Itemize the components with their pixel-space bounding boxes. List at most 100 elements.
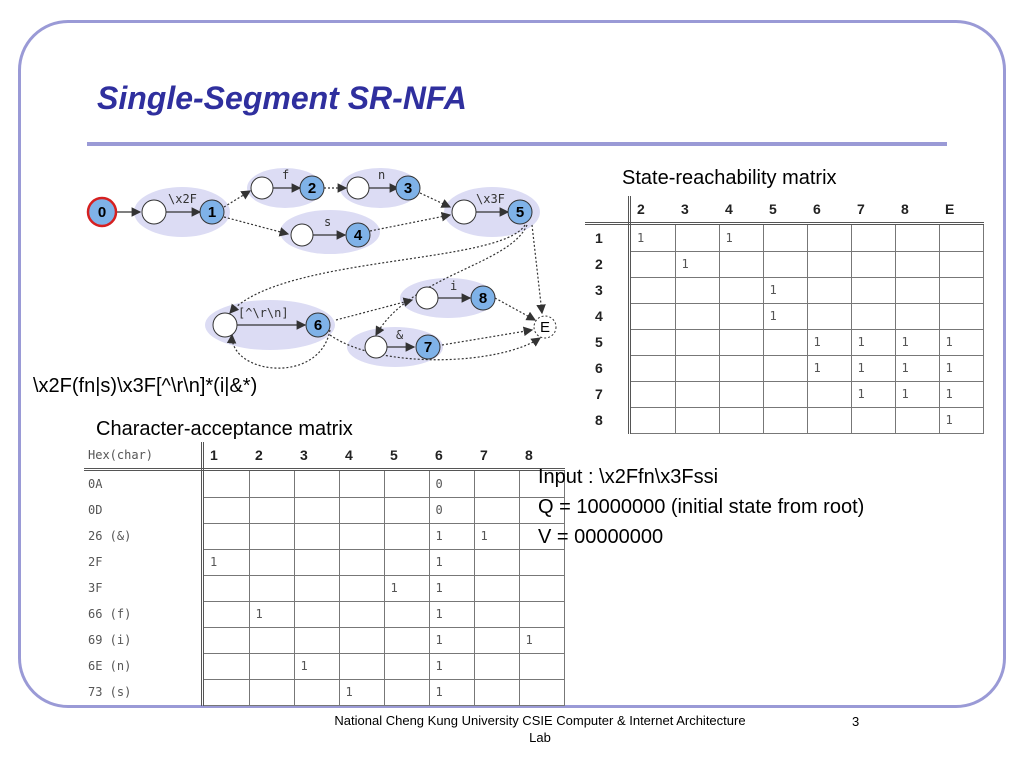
matrix-cell [202, 600, 250, 628]
matrix-cell [850, 223, 896, 252]
matrix-cell [674, 406, 720, 434]
matrix-cell [718, 328, 764, 356]
matrix-cell [383, 678, 430, 706]
matrix-row-header: 66 (f) [84, 601, 204, 627]
matrix-cell: 1 [938, 354, 984, 382]
matrix-cell [383, 522, 430, 550]
matrix-cell [293, 626, 340, 654]
matrix-cell [248, 496, 295, 524]
matrix-column-header: 7 [474, 442, 519, 471]
edge-label-x3F: \x3F [476, 192, 505, 206]
matrix-cell [518, 600, 565, 628]
footer-text: National Cheng Kung University CSIE Comp… [334, 713, 746, 745]
matrix-cell [338, 652, 385, 680]
matrix-cell [894, 223, 940, 252]
matrix-column-header: E [939, 196, 983, 225]
matrix-cell [674, 354, 720, 382]
matrix-cell [338, 496, 385, 524]
matrix-cell: 1 [202, 548, 250, 576]
matrix-row-header: 26 (&) [84, 523, 204, 549]
matrix-column-header: 8 [895, 196, 939, 225]
matrix-cell: 1 [428, 652, 475, 680]
matrix-cell [718, 276, 764, 304]
matrix-column-header: 4 [719, 196, 763, 225]
state-matrix-caption: State-reachability matrix [622, 167, 837, 189]
matrix-cell [718, 406, 764, 434]
matrix-cell [248, 522, 295, 550]
matrix-cell [293, 496, 340, 524]
matrix-cell: 1 [894, 328, 940, 356]
matrix-cell [850, 250, 896, 278]
v-vector-line: V = 00000000 [538, 526, 664, 548]
matrix-cell [473, 574, 520, 602]
matrix-cell [248, 548, 295, 576]
matrix-column-header: 5 [763, 196, 807, 225]
matrix-cell [473, 626, 520, 654]
matrix-cell [762, 354, 808, 382]
matrix-cell [674, 276, 720, 304]
matrix-corner [585, 196, 631, 225]
matrix-cell [248, 574, 295, 602]
matrix-cell: 1 [248, 600, 295, 628]
matrix-cell [629, 354, 676, 382]
matrix-cell: 1 [938, 380, 984, 408]
matrix-cell [293, 522, 340, 550]
state-1 [199, 199, 225, 225]
state-5 [507, 199, 533, 225]
matrix-cell [674, 302, 720, 330]
matrix-cell [850, 302, 896, 330]
nfa-diagram: 0 1 2 3 4 5 6 7 8 E \x2F f n s \x3F [^\r… [86, 168, 557, 369]
matrix-cell [850, 276, 896, 304]
matrix-cell [338, 626, 385, 654]
state-4-label: 4 [354, 227, 363, 244]
matrix-cell [248, 678, 295, 706]
matrix-row-header: 6 [585, 355, 631, 381]
matrix-cell [894, 302, 940, 330]
matrix-cell [674, 380, 720, 408]
matrix-column-header: 4 [339, 442, 384, 471]
matrix-cell: 1 [629, 223, 676, 252]
matrix-column-header: 6 [807, 196, 851, 225]
matrix-cell [338, 522, 385, 550]
matrix-cell [629, 380, 676, 408]
matrix-cell: 1 [894, 354, 940, 382]
matrix-column-header: 5 [384, 442, 429, 471]
edge-label-n: n [378, 168, 385, 182]
state-7 [415, 334, 441, 360]
matrix-row-header: 73 (s) [84, 679, 204, 705]
matrix-row-header: 2 [585, 251, 631, 277]
matrix-cell [518, 548, 565, 576]
input-info: Input : \x2Ffn\x3Fssi Q = 10000000 (init… [538, 462, 864, 552]
matrix-cell [894, 276, 940, 304]
matrix-cell [806, 380, 852, 408]
matrix-cell [202, 469, 250, 498]
matrix-cell [762, 406, 808, 434]
matrix-cell [473, 469, 520, 498]
matrix-cell: 1 [938, 328, 984, 356]
matrix-cell [894, 250, 940, 278]
matrix-cell [762, 328, 808, 356]
matrix-cell [473, 548, 520, 576]
state-4 [345, 222, 371, 248]
matrix-cell [202, 522, 250, 550]
state-0-label: 0 [98, 204, 106, 221]
matrix-cell [806, 302, 852, 330]
matrix-cell [248, 652, 295, 680]
matrix-cell [293, 600, 340, 628]
matrix-cell: 1 [938, 406, 984, 434]
matrix-cell [938, 223, 984, 252]
matrix-cell: 1 [674, 250, 720, 278]
matrix-cell [674, 223, 720, 252]
